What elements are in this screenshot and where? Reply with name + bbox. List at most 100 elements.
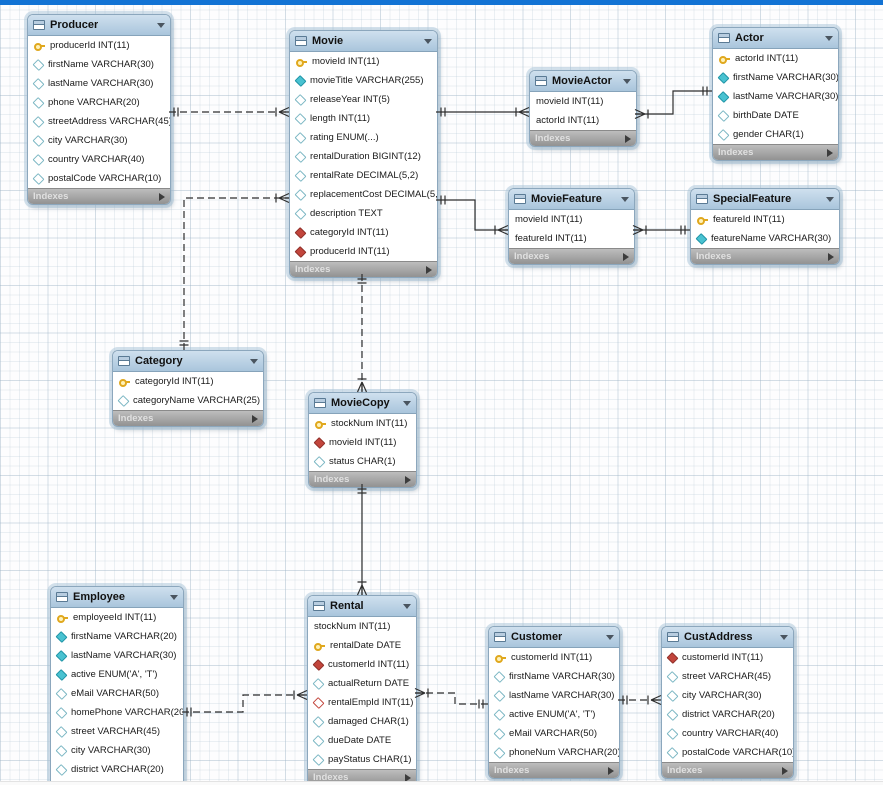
table-header[interactable]: MovieFeature xyxy=(509,189,634,210)
table-header[interactable]: Movie xyxy=(290,31,437,52)
table-header[interactable]: MovieCopy xyxy=(309,393,416,414)
expand-arrow-icon[interactable] xyxy=(782,766,788,775)
table-header[interactable]: Rental xyxy=(308,596,416,617)
collapse-arrow-icon[interactable] xyxy=(157,22,165,28)
relationship-rental-customer[interactable] xyxy=(414,687,488,709)
column-row[interactable]: featureName VARCHAR(30) xyxy=(691,229,839,248)
collapse-arrow-icon[interactable] xyxy=(170,594,178,600)
column-row[interactable]: firstName VARCHAR(30) xyxy=(28,55,170,74)
expand-arrow-icon[interactable] xyxy=(426,265,432,274)
column-row[interactable]: movieId INT(11) xyxy=(530,92,636,111)
column-row[interactable]: description TEXT xyxy=(290,204,437,223)
expand-arrow-icon[interactable] xyxy=(608,766,614,775)
column-row[interactable]: lastName VARCHAR(30) xyxy=(28,74,170,93)
relationship-movieactor-actor[interactable] xyxy=(634,86,712,120)
column-row[interactable]: streetAddress VARCHAR(45) xyxy=(28,112,170,131)
column-row[interactable]: dueDate DATE xyxy=(308,731,416,750)
column-row[interactable]: phone VARCHAR(20) xyxy=(28,93,170,112)
indexes-footer[interactable]: Indexes xyxy=(509,248,634,264)
column-row[interactable]: district VARCHAR(20) xyxy=(662,705,793,724)
column-row[interactable]: phoneNum VARCHAR(20) xyxy=(489,743,619,762)
column-row[interactable]: district VARCHAR(20) xyxy=(51,760,183,779)
expand-arrow-icon[interactable] xyxy=(828,252,834,261)
column-row[interactable]: gender CHAR(1) xyxy=(713,125,838,144)
column-row[interactable]: postalCode VARCHAR(10) xyxy=(662,743,793,762)
column-row[interactable]: birthDate DATE xyxy=(713,106,838,125)
expand-arrow-icon[interactable] xyxy=(827,148,833,157)
column-row[interactable]: firstName VARCHAR(20) xyxy=(51,627,183,646)
collapse-arrow-icon[interactable] xyxy=(780,634,788,640)
column-row[interactable]: producerId INT(11) xyxy=(290,242,437,261)
column-row[interactable]: city VARCHAR(30) xyxy=(51,741,183,760)
column-row[interactable]: rating ENUM(...) xyxy=(290,128,437,147)
collapse-arrow-icon[interactable] xyxy=(424,38,432,44)
indexes-footer[interactable]: Indexes xyxy=(691,248,839,264)
indexes-footer[interactable]: Indexes xyxy=(713,144,838,160)
column-row[interactable]: rentalDuration BIGINT(12) xyxy=(290,147,437,166)
relationship-category-movie[interactable] xyxy=(179,192,290,351)
expand-arrow-icon[interactable] xyxy=(252,414,258,423)
column-row[interactable]: movieId INT(11) xyxy=(309,433,416,452)
column-row[interactable]: lastName VARCHAR(30) xyxy=(713,87,838,106)
collapse-arrow-icon[interactable] xyxy=(623,78,631,84)
column-row[interactable]: country VARCHAR(40) xyxy=(28,150,170,169)
relationship-movie-moviecopy[interactable] xyxy=(356,274,368,393)
expand-arrow-icon[interactable] xyxy=(405,475,411,484)
column-row[interactable]: status CHAR(1) xyxy=(309,452,416,471)
column-row[interactable]: street VARCHAR(45) xyxy=(51,722,183,741)
indexes-footer[interactable]: Indexes xyxy=(113,410,263,426)
column-row[interactable]: categoryId INT(11) xyxy=(290,223,437,242)
relationship-moviefeature-specialfeature[interactable] xyxy=(632,224,690,236)
indexes-footer[interactable]: Indexes xyxy=(290,261,437,277)
column-row[interactable]: homePhone VARCHAR(20) xyxy=(51,703,183,722)
expand-arrow-icon[interactable] xyxy=(159,192,165,201)
column-row[interactable]: movieId INT(11) xyxy=(290,52,437,71)
column-row[interactable]: customerId INT(11) xyxy=(489,648,619,667)
column-row[interactable]: rentalDate DATE xyxy=(308,636,416,655)
table-header[interactable]: Actor xyxy=(713,28,838,49)
relationship-movie-moviefeature[interactable] xyxy=(436,195,509,236)
column-row[interactable]: eMail VARCHAR(50) xyxy=(51,684,183,703)
column-row[interactable]: customerId INT(11) xyxy=(308,655,416,674)
column-row[interactable]: firstName VARCHAR(30) xyxy=(713,68,838,87)
collapse-arrow-icon[interactable] xyxy=(403,603,411,609)
collapse-arrow-icon[interactable] xyxy=(606,634,614,640)
relationship-moviecopy-rental[interactable] xyxy=(356,484,368,596)
column-row[interactable]: releaseYear INT(5) xyxy=(290,90,437,109)
column-row[interactable]: featureId INT(11) xyxy=(691,210,839,229)
indexes-footer[interactable]: Indexes xyxy=(530,130,636,146)
expand-arrow-icon[interactable] xyxy=(625,134,631,143)
column-row[interactable]: categoryId INT(11) xyxy=(113,372,263,391)
collapse-arrow-icon[interactable] xyxy=(825,35,833,41)
column-row[interactable]: lastName VARCHAR(30) xyxy=(51,646,183,665)
column-row[interactable]: postalCode VARCHAR(10) xyxy=(28,169,170,188)
relationship-producer-movie[interactable] xyxy=(169,106,290,118)
relationship-employee-rental[interactable] xyxy=(182,689,308,717)
column-row[interactable]: rentalRate DECIMAL(5,2) xyxy=(290,166,437,185)
relationship-customer-custaddress[interactable] xyxy=(618,694,662,706)
column-row[interactable]: movieId INT(11) xyxy=(509,210,634,229)
column-row[interactable]: categoryName VARCHAR(25) xyxy=(113,391,263,410)
column-row[interactable]: stockNum INT(11) xyxy=(309,414,416,433)
column-row[interactable]: city VARCHAR(30) xyxy=(28,131,170,150)
column-row[interactable]: actorId INT(11) xyxy=(530,111,636,130)
table-header[interactable]: Producer xyxy=(28,15,170,36)
column-row[interactable]: length INT(11) xyxy=(290,109,437,128)
column-row[interactable]: city VARCHAR(30) xyxy=(662,686,793,705)
indexes-footer[interactable]: Indexes xyxy=(28,188,170,204)
column-row[interactable]: firstName VARCHAR(30) xyxy=(489,667,619,686)
column-row[interactable]: producerId INT(11) xyxy=(28,36,170,55)
column-row[interactable]: customerId INT(11) xyxy=(662,648,793,667)
collapse-arrow-icon[interactable] xyxy=(621,196,629,202)
